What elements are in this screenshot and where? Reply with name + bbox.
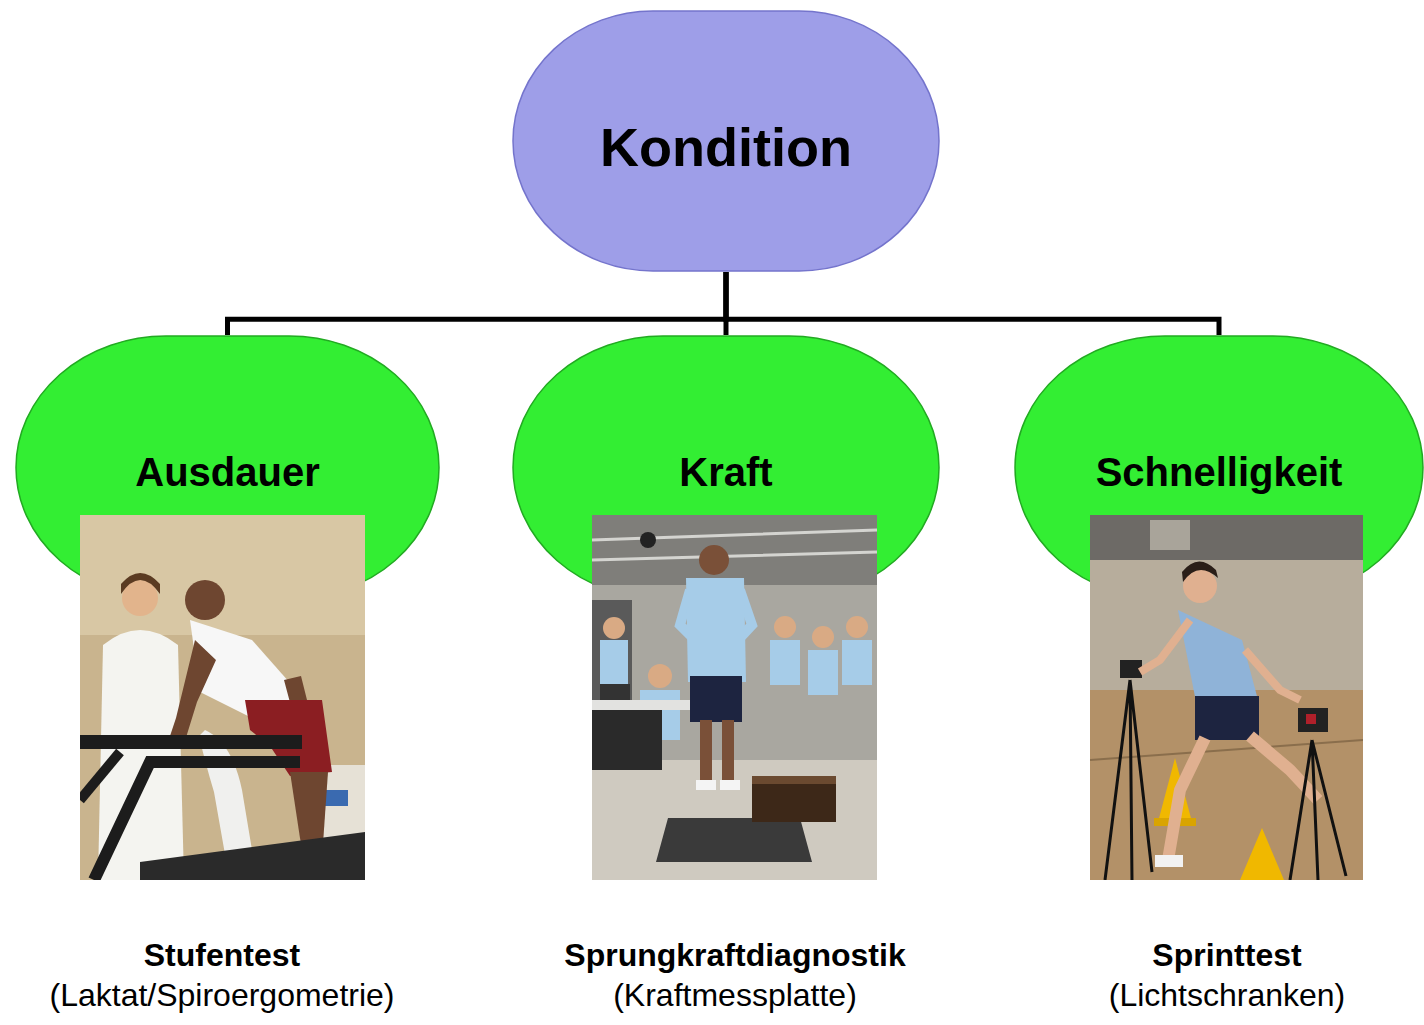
oval-fill [1015, 336, 1423, 599]
node-title: Kondition [600, 115, 852, 180]
test-method-slot: (Kraftmessplatte) [613, 976, 857, 1014]
jump-test-photo-part [603, 617, 625, 639]
test-method-slot: (Lichtschranken) [1109, 976, 1346, 1014]
jump-test-photo-part [752, 776, 836, 822]
test-name-slot: Stufentest [144, 936, 300, 974]
test-method: (Laktat/Spiroergometrie) [49, 976, 394, 1014]
jump-test-photo-part [656, 818, 812, 862]
jump-test-photo-part [696, 780, 716, 790]
treadmill-photo-part [199, 730, 252, 860]
tree-connector [228, 272, 727, 335]
test-name: Stufentest [144, 936, 300, 974]
jump-test-photo-part [846, 616, 868, 638]
jump-test-photo-part [722, 720, 734, 782]
node-title: Kraft [679, 448, 772, 496]
sprint-test-photo-part [1245, 650, 1300, 700]
jump-test-photo-part [812, 626, 834, 648]
category-oval: Ausdauer [15, 335, 440, 600]
sprint-test-photo-part [1155, 855, 1183, 867]
jump-test-photo-part [592, 710, 662, 770]
test-name: Sprinttest [1152, 936, 1301, 974]
jump-test-photo-part [592, 700, 702, 710]
oval-fill [16, 336, 439, 599]
tree-connector [726, 272, 1219, 335]
jump-test-photo-part [700, 720, 712, 782]
jump-test-photo-part [808, 650, 838, 695]
jump-test-photo-part [774, 616, 796, 638]
test-method: (Kraftmessplatte) [613, 976, 857, 1014]
jump-test-photo-part [690, 676, 742, 722]
jump-test-photo-part [842, 640, 872, 685]
root-oval: Kondition [512, 10, 940, 272]
treadmill-photo-part [80, 752, 120, 800]
jump-test-photo-part [600, 684, 630, 700]
sprint-test-photo-part [1168, 738, 1205, 860]
oval-fill [513, 336, 939, 599]
oval-fill [513, 11, 939, 271]
treadmill-photo-part [94, 762, 300, 880]
sprint-test-photo-part [1195, 696, 1259, 740]
sprint-test-photo-part [1105, 680, 1152, 880]
jump-test-photo-part [648, 664, 672, 688]
jump-test-photo-part [592, 600, 632, 700]
treadmill-photo-part [140, 832, 365, 880]
sprint-test-photo-part [1290, 740, 1346, 880]
sprint-test-photo-part [1240, 828, 1284, 880]
test-name-slot: Sprinttest [1152, 936, 1301, 974]
test-name-slot: Sprungkraftdiagnostik [564, 936, 905, 974]
jump-test-photo-part [600, 640, 628, 685]
test-name: Sprungkraftdiagnostik [564, 936, 905, 974]
sprint-test-photo-part [1140, 620, 1190, 672]
treadmill-photo-part [168, 640, 216, 744]
treadmill-photo-part [80, 735, 302, 749]
jump-test-photo-part [770, 640, 800, 685]
category-oval: Kraft [512, 335, 940, 600]
test-method: (Lichtschranken) [1109, 976, 1346, 1014]
sprint-test-photo-part [1306, 714, 1316, 724]
category-oval: Schnelligkeit [1014, 335, 1424, 600]
jump-test-photo-part [752, 776, 836, 784]
test-method-slot: (Laktat/Spiroergometrie) [49, 976, 394, 1014]
node-title: Schnelligkeit [1096, 448, 1343, 496]
node-title: Ausdauer [135, 448, 320, 496]
sprint-test-photo-part [1298, 708, 1328, 732]
jump-test-photo-part [592, 760, 877, 880]
jump-test-photo-part [720, 780, 740, 790]
